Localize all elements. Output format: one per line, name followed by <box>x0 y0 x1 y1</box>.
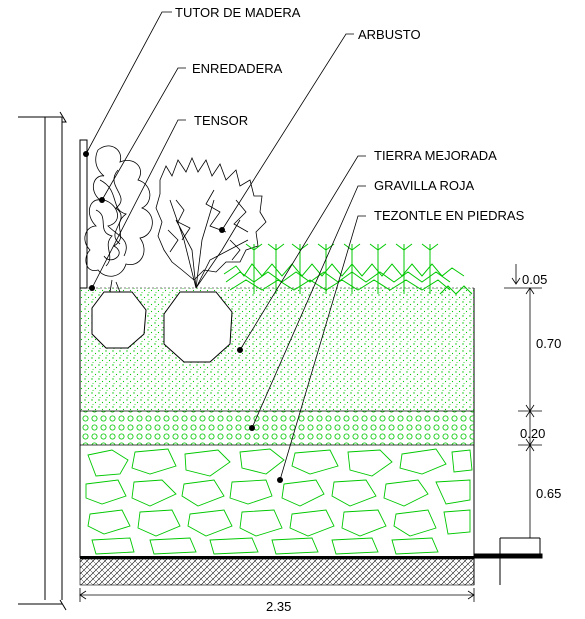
label-gravilla: GRAVILLA ROJA <box>374 178 475 193</box>
ground-cover-plants <box>223 263 473 295</box>
left-wall <box>18 111 67 611</box>
base-slab <box>79 556 475 586</box>
gravel-layer <box>80 411 474 445</box>
label-enredadera: ENREDADERA <box>192 61 283 76</box>
dimension-0-65: 0.65 <box>536 486 561 501</box>
label-tierra: TIERRA MEJORADA <box>374 148 497 163</box>
leader-dots <box>83 151 283 483</box>
dimension-2-35: 2.35 <box>266 599 291 614</box>
rootball-left <box>91 291 147 349</box>
soil-layer <box>80 288 474 411</box>
label-tensor: TENSOR <box>194 113 248 128</box>
label-tezontle: TEZONTLE EN PIEDRAS <box>374 208 525 223</box>
horizontal-dimension <box>79 588 475 602</box>
vertical-dimension <box>504 264 542 538</box>
wooden-post <box>79 139 88 289</box>
dimension-0-20: 0.20 <box>520 426 545 441</box>
tezontle-layer <box>85 448 473 555</box>
dimension-0-70: 0.70 <box>536 336 561 351</box>
dimension-0-05: 0.05 <box>522 272 547 287</box>
rootball-right <box>163 291 233 363</box>
shrub-plant <box>155 156 267 289</box>
label-tutor: TUTOR DE MADERA <box>175 5 301 20</box>
leader-lines <box>85 11 366 481</box>
ground-cover-stems <box>245 243 439 294</box>
vine-plant <box>84 145 153 293</box>
right-ledge <box>473 537 543 585</box>
label-arbusto: ARBUSTO <box>358 27 421 42</box>
